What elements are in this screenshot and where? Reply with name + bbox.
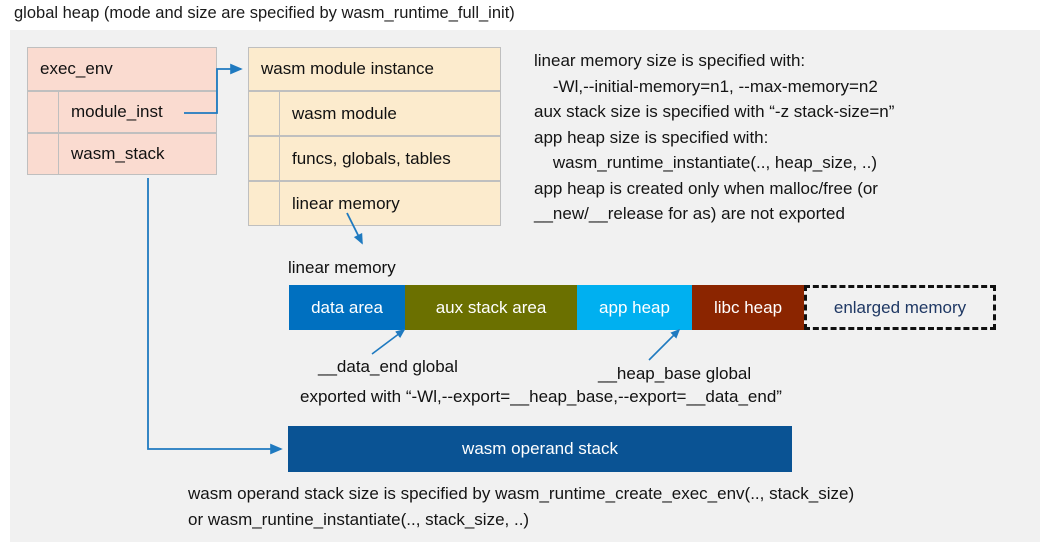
module-instance-header: wasm module instance bbox=[248, 47, 501, 91]
row-gutter bbox=[249, 182, 280, 225]
page-title: global heap (mode and size are specified… bbox=[14, 4, 515, 22]
wasm-module-label: wasm module bbox=[292, 103, 397, 123]
exec-env-header-label: exec_env bbox=[40, 59, 113, 78]
exec-env-header: exec_env bbox=[27, 47, 217, 91]
wasm-operand-stack-label: wasm operand stack bbox=[462, 439, 618, 458]
memory-segment-app-heap: app heap bbox=[577, 285, 692, 330]
exec-env-row-module-inst: module_inst bbox=[27, 91, 217, 133]
memory-segment-label: app heap bbox=[599, 297, 670, 317]
memory-segment-libc-heap: libc heap bbox=[692, 285, 804, 330]
module-instance-row-funcs-globals-tables: funcs, globals, tables bbox=[248, 136, 501, 181]
annotation-exported-with: exported with “-Wl,--export=__heap_base,… bbox=[300, 387, 782, 406]
memory-segment-aux-stack-area: aux stack area bbox=[405, 285, 577, 330]
arrow-heap-base bbox=[648, 328, 681, 361]
arrow-data-end bbox=[371, 329, 406, 355]
annotation-heap-base: __heap_base global bbox=[598, 364, 752, 383]
annotation-data-end: __data_end global bbox=[318, 357, 458, 376]
row-gutter bbox=[28, 134, 59, 174]
row-gutter bbox=[249, 92, 280, 135]
memory-segment-label: libc heap bbox=[713, 297, 783, 317]
memory-segment-enlarged-memory: enlarged memory bbox=[804, 285, 996, 330]
row-gutter bbox=[249, 137, 280, 180]
module-inst-label: module_inst bbox=[71, 102, 163, 121]
module-instance-row-linear-memory: linear memory bbox=[248, 181, 501, 226]
linear-memory-bar-label: linear memory bbox=[288, 258, 396, 277]
wasm-operand-stack-box: wasm operand stack bbox=[288, 426, 792, 472]
funcs-globals-tables-label: funcs, globals, tables bbox=[292, 148, 451, 168]
wasm-stack-label: wasm_stack bbox=[71, 144, 165, 163]
arrow-linear-memory-to-bar bbox=[346, 212, 363, 245]
wasm-module-instance-box: wasm module instance wasm module funcs, … bbox=[248, 47, 501, 226]
linear-memory-row-label: linear memory bbox=[292, 193, 400, 213]
memory-segment-label: enlarged memory bbox=[833, 297, 967, 317]
module-instance-header-label: wasm module instance bbox=[261, 59, 434, 78]
linear-memory-bar: data area aux stack area app heap libc heap… bbox=[289, 285, 996, 330]
row-gutter bbox=[28, 92, 59, 132]
arrow-wasm-stack-to-operand-stack bbox=[147, 178, 283, 455]
memory-segment-data-area: data area bbox=[289, 285, 405, 330]
operand-stack-note: wasm operand stack size is specified by … bbox=[188, 484, 855, 529]
module-instance-row-wasm-module: wasm module bbox=[248, 91, 501, 136]
memory-segment-label: aux stack area bbox=[435, 297, 547, 317]
exec-env-row-wasm-stack: wasm_stack bbox=[27, 133, 217, 175]
memory-segment-label: data area bbox=[311, 297, 383, 317]
linear-memory-note: linear memory size is specified with: -W… bbox=[534, 51, 895, 223]
arrow-module-inst-to-instance bbox=[184, 63, 243, 114]
exec-env-box: exec_env module_inst wasm_stack bbox=[27, 47, 217, 175]
